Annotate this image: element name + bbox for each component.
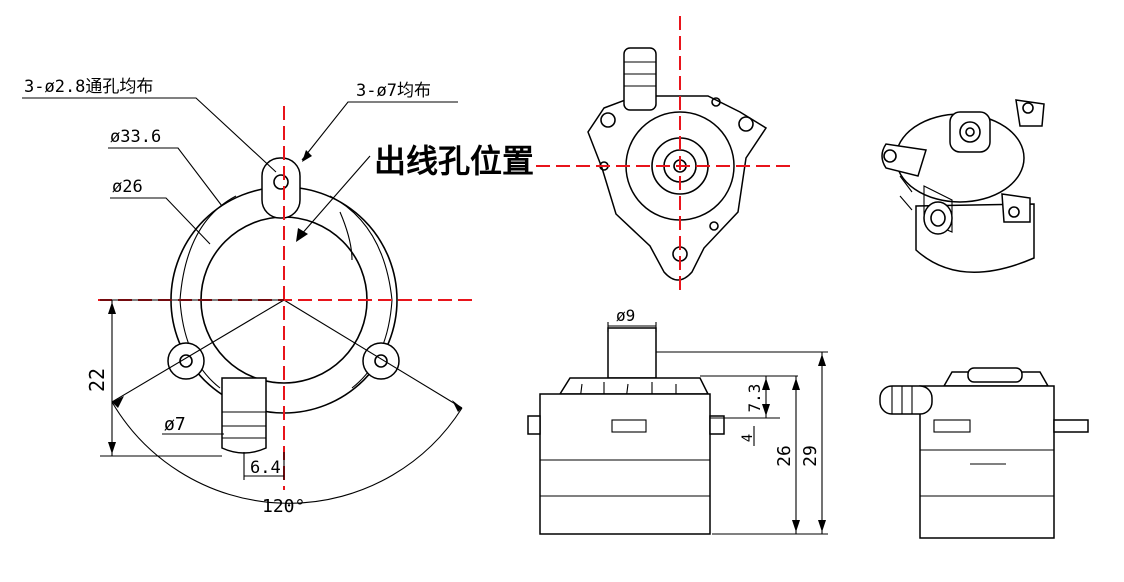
top-nozzle [623,47,657,111]
side-body [539,393,711,535]
outlet-position-title: 出线孔位置 [374,142,534,180]
isometric-view [881,99,1045,273]
side-view: ø9 7.3 4 26 29 [527,306,828,535]
outer-dia-label: ø33.6 [110,127,161,147]
dim-6-4: 6.4 [250,458,281,478]
inlet-dia-label: ø9 [616,306,635,325]
angle-label: 120° [262,496,305,517]
bottom-view: 22 6.4 ø7 120° 3-ø2.8通孔均布 3-ø7均布 ø33.6 ø… [22,77,534,517]
iso-outlet [923,201,953,235]
flange-label: 3-ø7均布 [356,81,431,101]
right-side-view [879,367,1089,539]
dim-7-3: 7.3 [745,384,764,413]
inlet-nozzle [607,327,657,379]
pipe-dia-label: ø7 [164,414,186,435]
dim-4: 4 [740,434,756,442]
outlet-pipe [221,377,267,454]
top-lug [261,157,301,219]
dim-26: 26 [774,445,795,467]
top-view [536,16,792,292]
dim-22: 22 [85,368,109,392]
right-body [919,385,1055,539]
inner-dia-label: ø26 [112,177,143,197]
right-lug [362,342,400,380]
right-nozzle [879,385,933,415]
mount-holes-label: 3-ø2.8通孔均布 [24,77,153,97]
dim-29: 29 [800,445,821,467]
left-lug [167,342,205,380]
